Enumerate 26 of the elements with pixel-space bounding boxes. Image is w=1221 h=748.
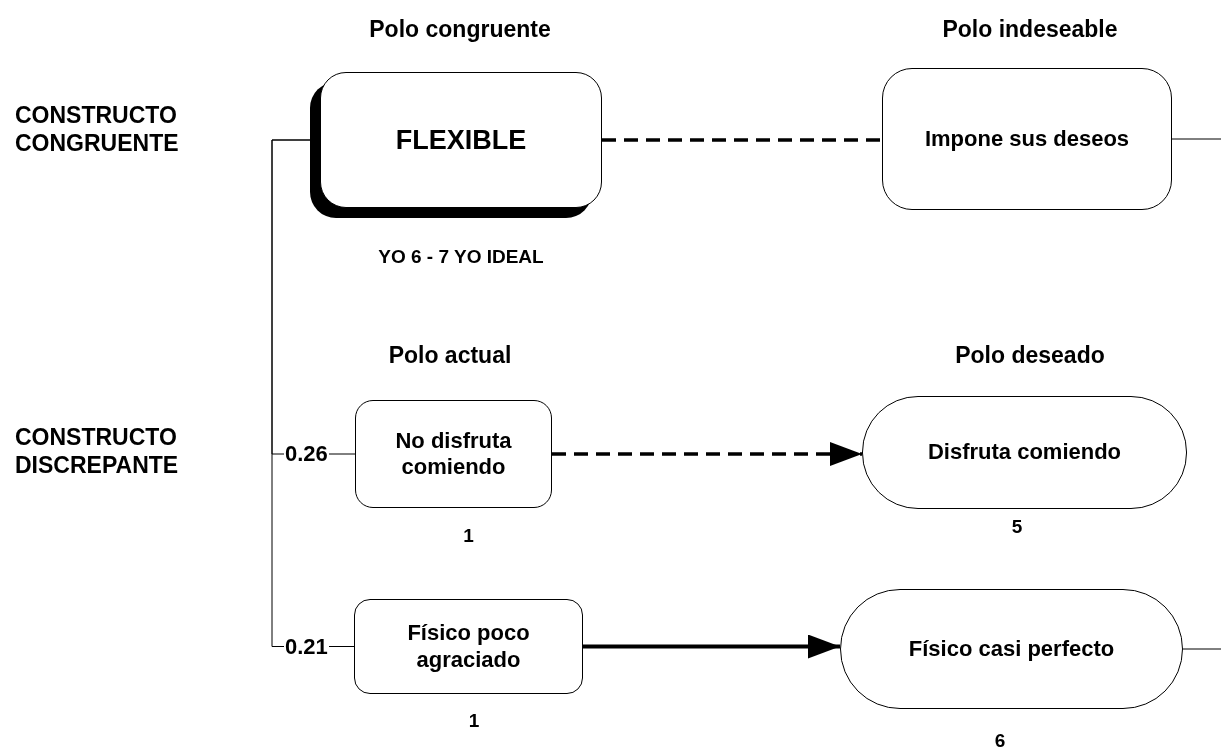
node-text: Físico casi perfecto [908,635,1115,663]
connector-line [271,139,355,647]
arrow [583,634,840,659]
connector-line [602,138,882,142]
rounded-box [882,68,1172,210]
node-caption: YO 6 - 7 YO IDEAL [377,246,545,268]
rounded-box [354,599,583,694]
heading-label: CONSTRUCTO CONGRUENTE [15,102,180,158]
heading-label: Polo deseado [955,342,1105,370]
node-text: Impone sus deseos [924,125,1130,153]
node-text: FLEXIBLE [395,123,527,157]
heading-label: Polo congruente [369,16,551,44]
node-text: Disfruta comiendo [927,439,1122,466]
heading-label: CONSTRUCTO DISCREPANTE [15,424,180,480]
node-caption: 1 [462,525,475,547]
node-caption: 1 [467,710,481,732]
connector-line [1171,138,1221,140]
heading-label: Polo indeseable [942,16,1118,44]
rounded-box [355,400,552,508]
node-text: Físico poco agraciado [406,620,531,673]
arrow [552,442,862,466]
heading-label: Polo actual [388,342,512,370]
node-caption: 5 [1010,516,1024,538]
node-caption: 6 [993,730,1007,748]
connector-line [1182,648,1221,650]
node-text: No disfruta comiendo [394,427,513,481]
